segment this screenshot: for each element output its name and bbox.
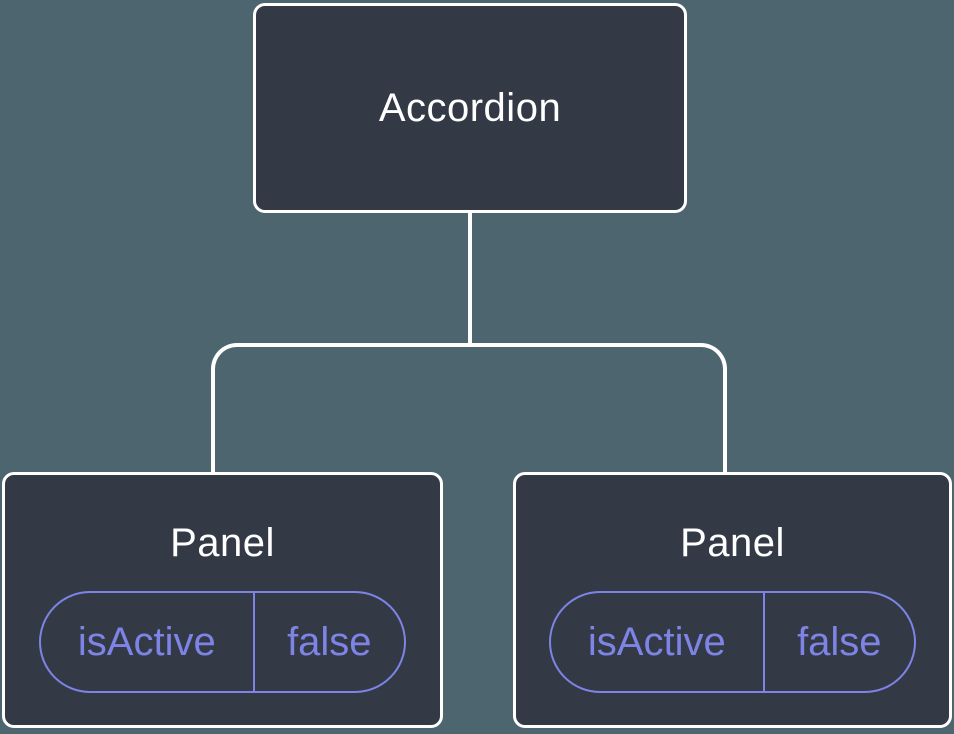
- panel-node-label: Panel: [680, 521, 785, 565]
- panel-node-right: Panel isActive false: [513, 472, 952, 728]
- connector-stem: [468, 212, 472, 345]
- state-key: isActive: [77, 619, 216, 664]
- connector-bracket: [211, 343, 727, 472]
- state-value: false: [252, 593, 404, 691]
- panel-node-label: Panel: [170, 521, 275, 565]
- panel-node-left: Panel isActive false: [2, 472, 443, 728]
- state-key: isActive: [587, 619, 726, 664]
- accordion-node-label: Accordion: [378, 86, 562, 130]
- state-pill: isActive false: [39, 591, 406, 693]
- accordion-node: Accordion: [253, 3, 687, 213]
- state-value: false: [762, 593, 914, 691]
- state-pill: isActive false: [549, 591, 916, 693]
